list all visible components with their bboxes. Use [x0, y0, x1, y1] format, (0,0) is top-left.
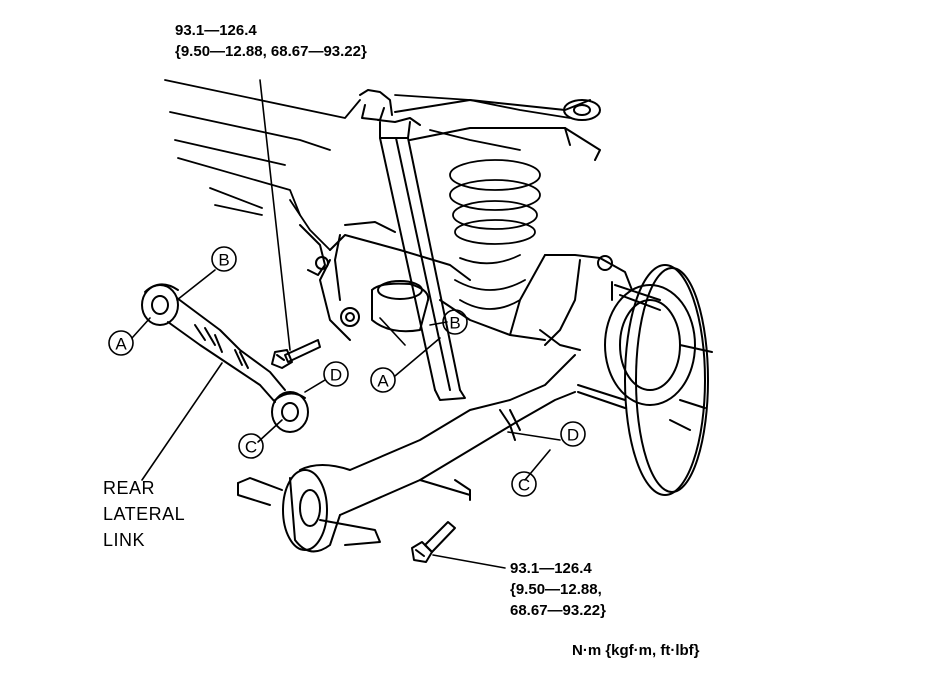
callout-a-right-text: A: [377, 372, 389, 391]
hub-disc: [577, 264, 713, 496]
torque-bottom-line1: 93.1—126.4: [510, 560, 592, 577]
leader-lines: [131, 79, 561, 569]
coil-spring: [449, 159, 541, 310]
callout-c-right-text: C: [518, 476, 530, 495]
torque-spec-bottom: 93.1—126.4 {9.50—12.88, 68.67—93.22}: [510, 558, 606, 621]
part-label-line1: REAR: [103, 478, 156, 498]
callout-b-right-text: B: [449, 314, 460, 333]
shock-absorber: [334, 89, 466, 401]
callout-d-left: D: [323, 361, 349, 387]
callout-d-right: D: [560, 421, 586, 447]
callout-d-right-text: D: [567, 426, 579, 445]
subframe-mount: [299, 224, 360, 327]
part-label-rear-lateral-link: REAR LATERAL LINK: [103, 475, 185, 553]
knuckle: [319, 234, 633, 351]
lower-arm: [237, 354, 576, 553]
callout-c-right: C: [511, 471, 537, 497]
callout-c-left: C: [238, 433, 264, 459]
callout-c-left-text: C: [245, 438, 257, 457]
bolt-lower: [411, 521, 456, 563]
part-label-line3: LINK: [103, 530, 146, 550]
callout-b-left: B: [211, 246, 237, 272]
units-note: N·m {kgf·m, ft·lbf}: [572, 642, 700, 659]
callout-a-right: A: [370, 367, 396, 393]
part-label-line2: LATERAL: [103, 504, 186, 524]
torque-bottom-line2: {9.50—12.88,: [510, 581, 602, 598]
bolt-upper: [271, 339, 321, 369]
callouts: B A D C B A D C: [108, 246, 586, 497]
torque-top-line1: 93.1—126.4: [175, 22, 257, 39]
rear-lateral-link: [141, 283, 309, 433]
callout-a-left: A: [108, 330, 134, 356]
torque-spec-top: 93.1—126.4 {9.50—12.88, 68.67—93.22}: [175, 20, 367, 62]
callout-b-right: B: [442, 309, 468, 335]
callout-b-left-text: B: [218, 251, 229, 270]
callout-a-left-text: A: [115, 335, 127, 354]
upper-arm: [394, 99, 601, 161]
crossmember: [164, 79, 571, 251]
callout-d-left-text: D: [330, 366, 342, 385]
torque-top-line2: {9.50—12.88, 68.67—93.22}: [175, 43, 367, 60]
torque-bottom-line3: 68.67—93.22}: [510, 602, 606, 619]
